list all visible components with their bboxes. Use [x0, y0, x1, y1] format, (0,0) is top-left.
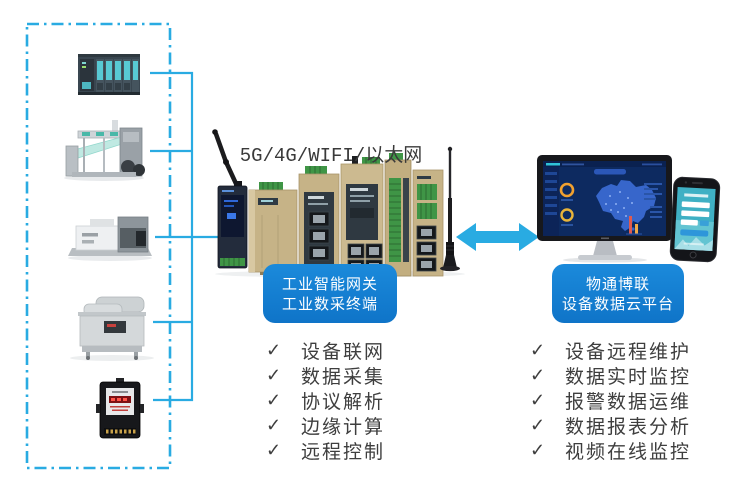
monitor-illustration — [537, 155, 672, 263]
check-icon: ✓ — [266, 440, 282, 461]
network-types-label: 5G/4G/WIFI/以太网 — [239, 145, 423, 167]
check-icon: ✓ — [530, 415, 546, 436]
list-item: ✓ 设备联网 — [266, 338, 385, 363]
cloud-feature-list: ✓ 设备远程维护 ✓ 数据实时监控 ✓ 报警数据运维 ✓ 数据报表分析 ✓ 视频… — [530, 338, 691, 463]
feature-text: 设备远程维护 — [565, 341, 692, 363]
connector-lines — [150, 71, 218, 402]
feature-text: 设备联网 — [301, 341, 386, 363]
energy-meter-icon — [96, 378, 144, 439]
feature-text: 数据采集 — [301, 366, 386, 388]
list-item: ✓ 报警数据运维 — [530, 388, 691, 413]
gateway-feature-list: ✓ 设备联网 ✓ 数据采集 ✓ 协议解析 ✓ 边缘计算 ✓ 远程控制 — [266, 338, 385, 463]
cloud-platform-label-box: 物通博联 设备数据云平台 — [552, 264, 684, 323]
feature-text: 协议解析 — [301, 391, 386, 413]
plc-controller-icon — [78, 54, 140, 95]
cloud-label-line1: 物通博联 — [585, 274, 650, 293]
list-item: ✓ 视频在线监控 — [530, 438, 691, 463]
vacuum-packaging-machine-icon — [70, 296, 154, 361]
gateway-device-io-icon — [384, 153, 412, 277]
feature-text: 远程控制 — [301, 441, 386, 463]
list-item: ✓ 数据采集 — [266, 363, 385, 388]
check-icon: ✓ — [266, 390, 282, 411]
cnc-machine-icon — [68, 216, 152, 261]
gateway-device-rtu-icon — [412, 169, 444, 277]
gateway-device-tan-icon — [248, 182, 298, 275]
bidirectional-arrow — [456, 223, 539, 251]
check-icon: ✓ — [530, 390, 546, 411]
feature-text: 报警数据运维 — [565, 391, 692, 413]
check-icon: ✓ — [530, 365, 546, 386]
list-item: ✓ 设备远程维护 — [530, 338, 691, 363]
list-item: ✓ 协议解析 — [266, 388, 385, 413]
list-item: ✓ 数据实时监控 — [530, 363, 691, 388]
gateway-label-line1: 工业智能网关 — [281, 274, 378, 293]
whip-antenna-icon — [440, 146, 460, 272]
gateway-label-box: 工业智能网关 工业数采终端 — [263, 264, 397, 323]
feature-text: 边缘计算 — [301, 416, 386, 438]
gateway-cluster-illustration — [212, 129, 465, 278]
cloud-label-line2: 设备数据云平台 — [561, 294, 674, 313]
check-icon: ✓ — [530, 340, 546, 361]
check-icon: ✓ — [530, 440, 546, 461]
feature-text: 数据实时监控 — [565, 366, 692, 388]
textile-loom-icon — [64, 120, 145, 181]
check-icon: ✓ — [266, 365, 282, 386]
list-item: ✓ 远程控制 — [266, 438, 385, 463]
gateway-device-3port-icon — [298, 166, 340, 273]
gateway-device-4port-icon — [340, 156, 384, 277]
check-icon: ✓ — [266, 340, 282, 361]
gateway-device-dark-icon — [212, 129, 248, 269]
gateway-label-line2: 工业数采终端 — [281, 294, 378, 313]
feature-text: 数据报表分析 — [565, 416, 692, 438]
check-icon: ✓ — [266, 415, 282, 436]
feature-text: 视频在线监控 — [565, 441, 692, 463]
phone-illustration — [669, 176, 721, 263]
list-item: ✓ 边缘计算 — [266, 413, 385, 438]
list-item: ✓ 数据报表分析 — [530, 413, 691, 438]
